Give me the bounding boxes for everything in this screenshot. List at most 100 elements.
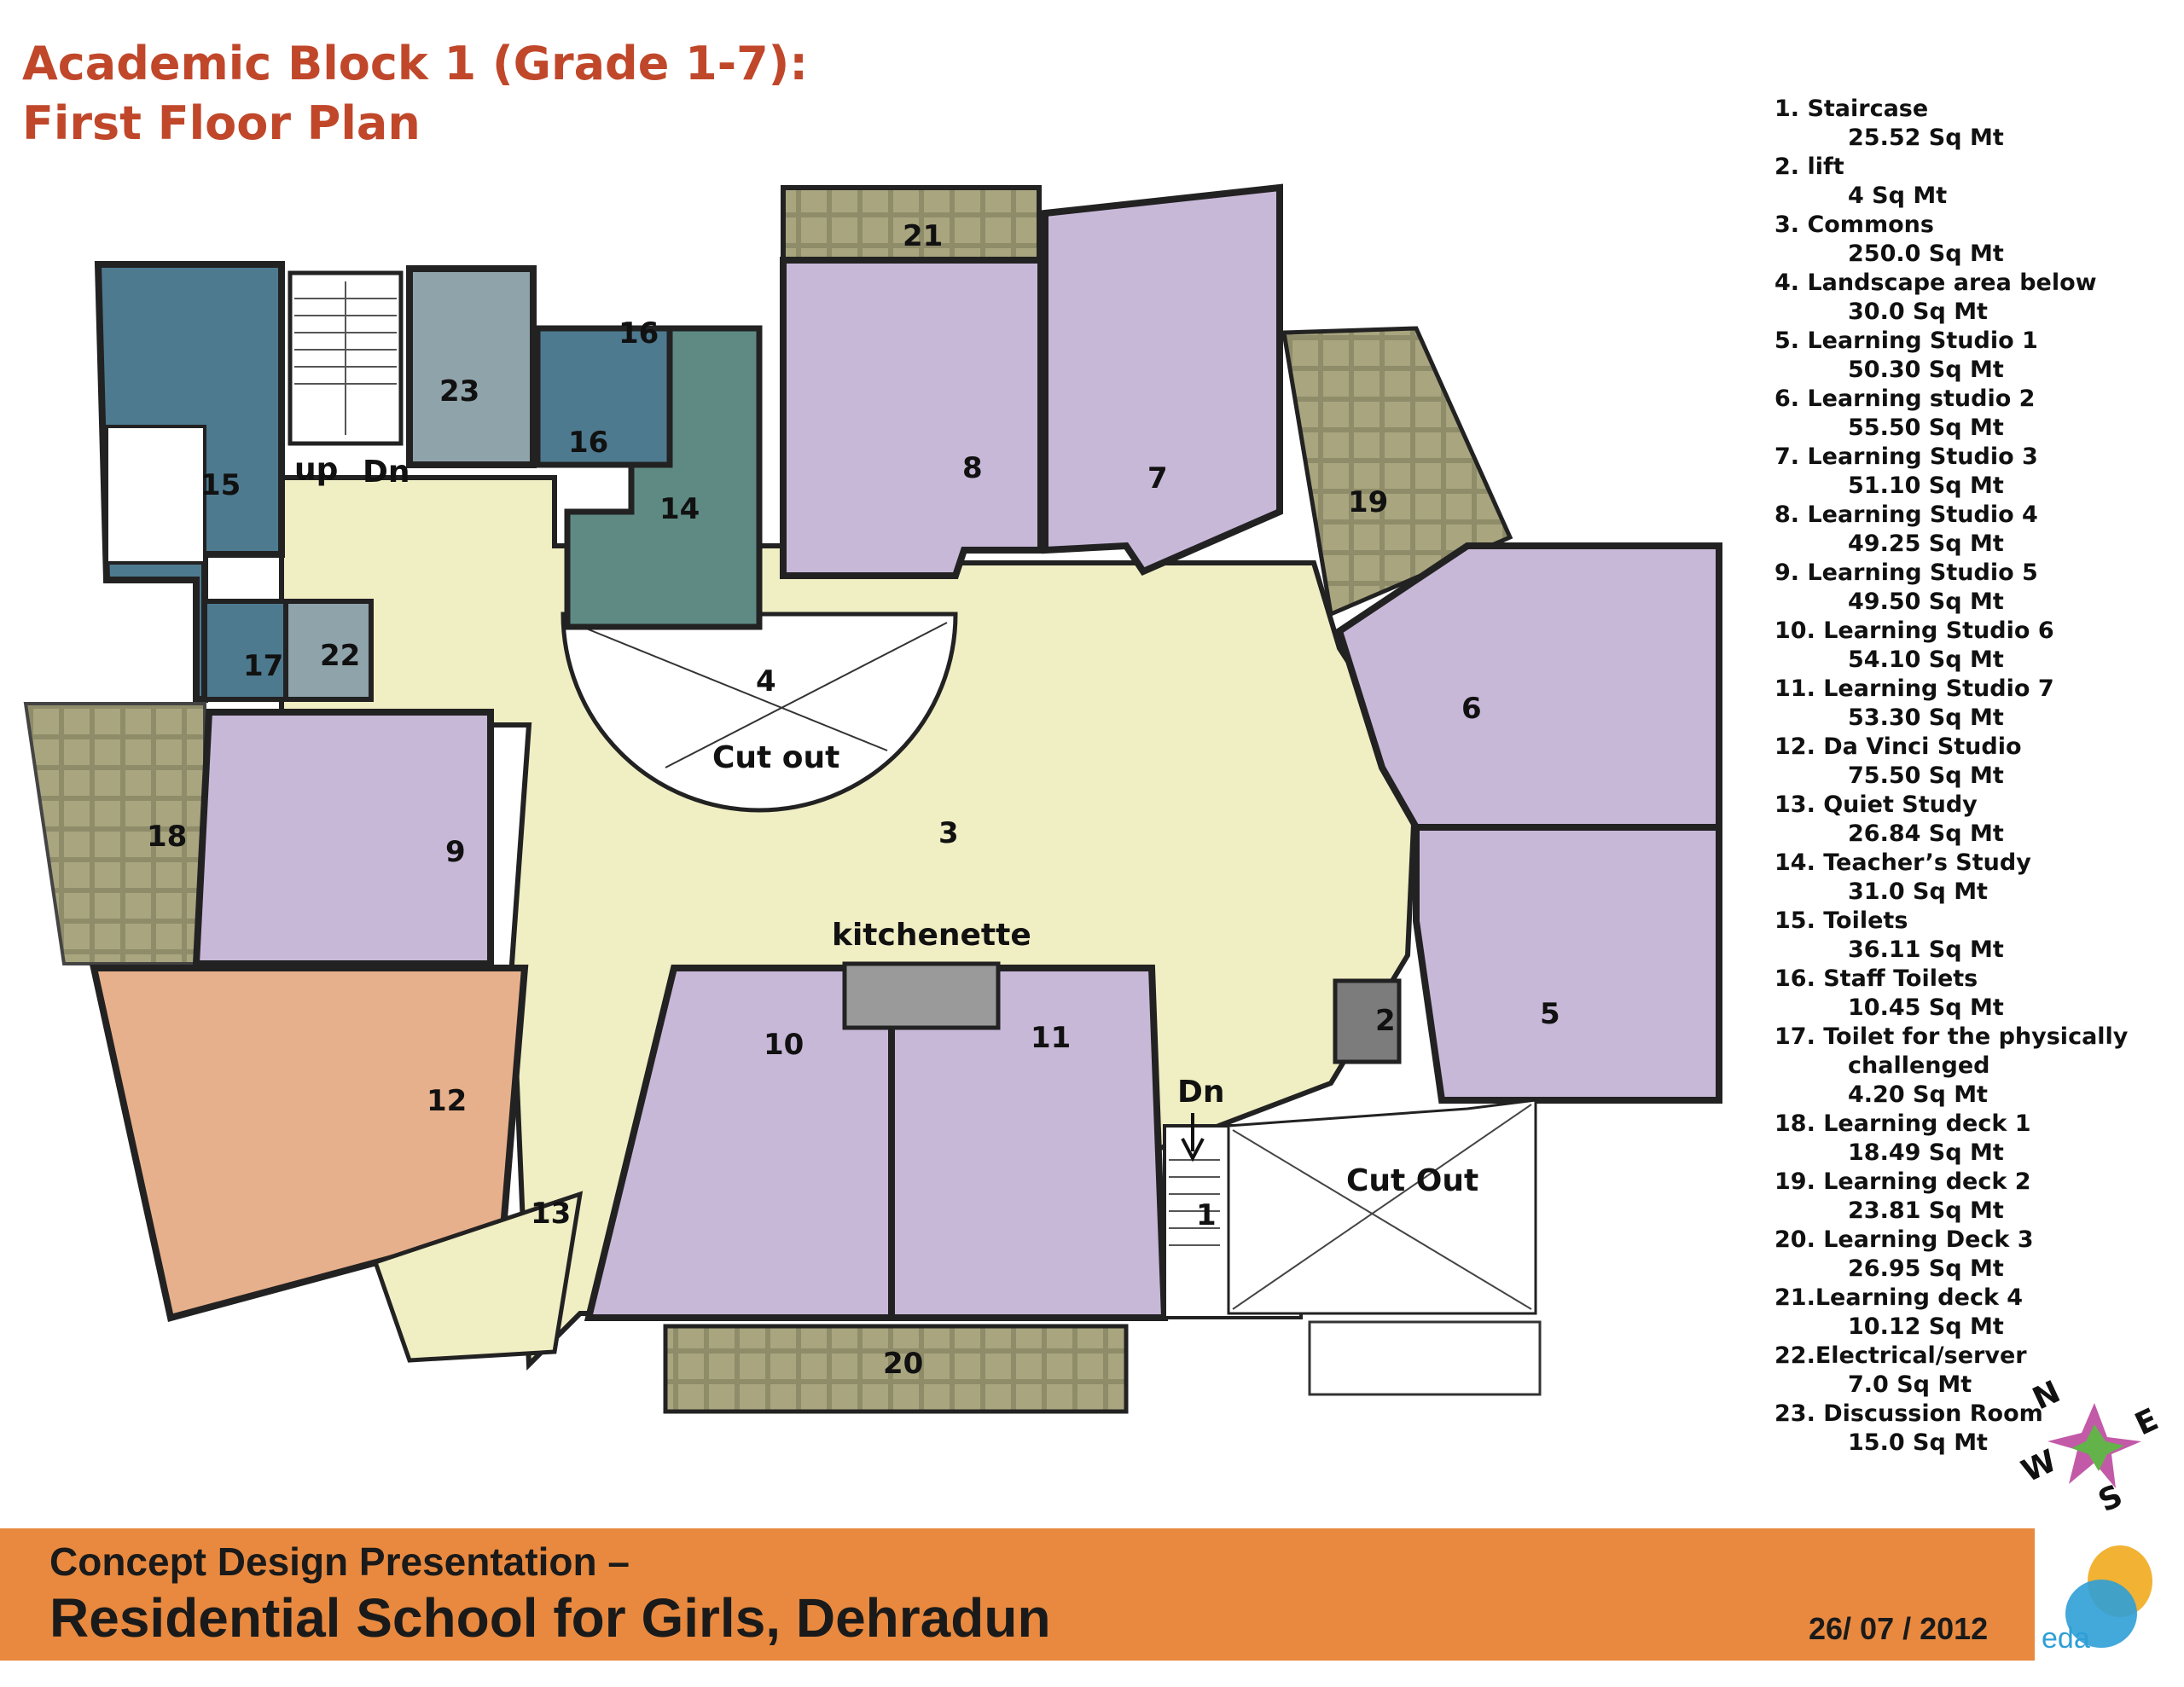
legend-item-name: 9. Learning Studio 5: [1774, 559, 2038, 586]
room-label-13: 13: [531, 1197, 571, 1231]
kitchenette-store: [842, 961, 1001, 1030]
stair-down-label-2: Dn: [1177, 1075, 1225, 1110]
room-accessible-toilet: [202, 599, 288, 702]
room-label-2: 2: [1375, 1004, 1396, 1038]
room-learning-studio-5: [192, 709, 494, 967]
legend-item-area: 4 Sq Mt: [1848, 183, 1948, 209]
legend-item-area: 250.0 Sq Mt: [1848, 241, 2004, 267]
cut-out-diagonal: [1232, 1129, 1532, 1310]
legend-item-area: 75.50 Sq Mt: [1848, 762, 2004, 789]
legend-item: 3. Commons 250.0 Sq Mt: [1766, 212, 2175, 270]
legend-item-name: 7. Learning Studio 3: [1774, 443, 2038, 470]
learning-deck-4: [781, 185, 1042, 263]
room-label-17: 17: [243, 649, 283, 683]
page-title: Academic Block 1 (Grade 1-7): First Floo…: [22, 34, 808, 154]
learning-deck-3: [663, 1324, 1129, 1414]
room-label-4: 4: [756, 664, 776, 699]
stair-up-label: up: [294, 452, 338, 487]
room-quiet-study: [372, 1191, 584, 1363]
legend-item-name: 4. Landscape area below: [1774, 270, 2097, 296]
room-discussion: [406, 265, 537, 468]
footer-date: 26/ 07 / 2012: [1809, 1611, 1989, 1646]
cut-out-label-2: Cut Out: [1346, 1163, 1478, 1198]
room-label-5: 5: [1540, 997, 1560, 1031]
legend-item-area: 50.30 Sq Mt: [1848, 357, 2004, 383]
room-label-7: 7: [1147, 461, 1168, 496]
legend-item-name: 16. Staff Toilets: [1774, 965, 1978, 992]
room-lift: [1333, 978, 1402, 1064]
stair-treads: [294, 281, 397, 435]
legend-item-name: 1. Staircase: [1774, 96, 1929, 122]
legend-item-name: 12. Da Vinci Studio: [1774, 733, 2022, 760]
legend-item-area: 51.10 Sq Mt: [1848, 472, 2004, 499]
learning-deck-2: [1281, 326, 1513, 617]
legend-item-name: 23. Discussion Room: [1774, 1400, 2043, 1427]
room-label-9: 9: [445, 835, 466, 869]
cut-out-landscape: [561, 612, 958, 813]
legend-item-area: 26.95 Sq Mt: [1848, 1255, 2004, 1282]
room-label-14: 14: [659, 492, 700, 526]
room-label-1: 1: [1196, 1198, 1217, 1232]
compass-s: S: [2094, 1478, 2129, 1519]
legend-item-area: 49.50 Sq Mt: [1848, 588, 2004, 615]
legend-item: 1. Staircase 25.52 Sq Mt: [1766, 96, 2175, 154]
footer-banner: Concept Design Presentation – Residentia…: [0, 1528, 2035, 1661]
legend-item-area: 49.25 Sq Mt: [1848, 530, 2004, 557]
room-label-21: 21: [903, 219, 943, 253]
room-label-12: 12: [427, 1084, 467, 1118]
legend-item-name: 13. Quiet Study: [1774, 791, 1978, 818]
legend-item-name: 15. Toilets: [1774, 907, 1908, 934]
room-learning-studio-4: [780, 257, 1044, 579]
footer-title: Residential School for Girls, Dehradun: [49, 1587, 1051, 1649]
legend-item-area: 15.0 Sq Mt: [1848, 1429, 1988, 1456]
legend-item-name: 22.Electrical/server: [1774, 1342, 2027, 1369]
footer-subtitle: Concept Design Presentation –: [49, 1539, 630, 1584]
legend-item-area: 31.0 Sq Mt: [1848, 878, 1988, 905]
legend-item-name: 3. Commons: [1774, 212, 1934, 238]
legend-item-name: 17. Toilet for the physically: [1774, 1023, 2129, 1050]
room-label-19: 19: [1348, 485, 1388, 519]
cut-out-diagonal: [665, 622, 948, 768]
cut-out-label: Cut out: [712, 740, 839, 775]
kitchenette-label: kitchenette: [832, 918, 1031, 953]
room-label-6: 6: [1461, 692, 1482, 726]
legend-item-name: 8. Learning Studio 4: [1774, 501, 2038, 528]
legend-item-area: 53.30 Sq Mt: [1848, 704, 2004, 731]
legend-item-area: 23.81 Sq Mt: [1848, 1197, 2004, 1224]
room-teachers-study: [564, 325, 763, 630]
legend-item-name: 10. Learning Studio 6: [1774, 617, 2054, 644]
room-label-20: 20: [883, 1347, 923, 1381]
room-label-22: 22: [320, 639, 360, 673]
room-learning-studio-1: [1413, 824, 1722, 1104]
legend-item-name: 14. Teacher’s Study: [1774, 849, 2031, 876]
title-line-1: Academic Block 1 (Grade 1-7):: [22, 37, 808, 90]
down-arrow-icon: [1181, 1113, 1205, 1162]
cut-out-diagonal: [1232, 1104, 1532, 1310]
legend-item-area: 54.10 Sq Mt: [1848, 646, 2004, 673]
room-label-10: 10: [764, 1028, 804, 1062]
logo-mark-icon: eda: [2042, 1545, 2152, 1655]
lower-terrace-outline: [1308, 1320, 1542, 1396]
legend-item-area: 18.49 Sq Mt: [1848, 1139, 2004, 1166]
legend-item-area: 25.52 Sq Mt: [1848, 125, 2004, 151]
stair-down-label: Dn: [363, 455, 410, 490]
toilet-washbasin-area: [105, 425, 206, 565]
legend-item-name: 20. Learning Deck 3: [1774, 1226, 2034, 1253]
room-label-15: 15: [200, 468, 241, 502]
